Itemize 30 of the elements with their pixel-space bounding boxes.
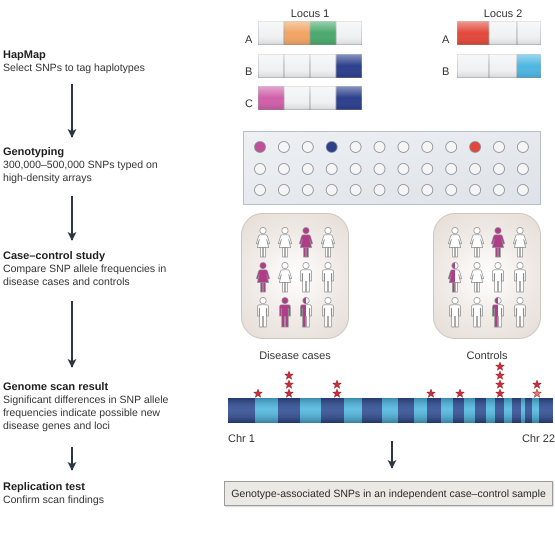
- haplotype-letter: B: [442, 66, 450, 78]
- step-description: Select SNPs to tag haplotypes: [3, 62, 145, 75]
- arrow: [68, 84, 76, 138]
- arrow: [388, 441, 396, 469]
- chromosome-label: Chr 22: [522, 433, 555, 445]
- step-heading: HapMap: [3, 49, 46, 62]
- step-description: Confirm scan findings: [3, 494, 104, 507]
- population-panel: [433, 213, 541, 339]
- haplotype-letter: B: [245, 66, 252, 78]
- panel-caption: Controls: [466, 350, 508, 362]
- step-description: Significant differences in SNP allele frequencies indicate possible new disease genes and loci: [3, 394, 170, 433]
- process-box: Genotype-associated SNPs in an independent case–control sample: [224, 481, 553, 506]
- step-heading: Genotyping: [3, 146, 64, 159]
- step-heading: Replication test: [3, 481, 85, 494]
- step-description: Compare SNP allele frequencies in disease cases and controls: [3, 263, 168, 289]
- chromosome-label: Chr 1: [228, 433, 255, 445]
- step-heading: Genome scan result: [3, 381, 108, 394]
- arrow: [68, 196, 76, 241]
- haplotype-letter: A: [442, 34, 450, 46]
- locus-label: Locus 2: [484, 8, 522, 20]
- step-heading: Case–control study: [3, 250, 106, 263]
- step-description: 300,000–500,000 SNPs typed on high-density arrays: [3, 159, 159, 185]
- arrow: [68, 301, 76, 368]
- population-panel: [241, 213, 349, 339]
- locus-label: Locus 1: [290, 8, 330, 20]
- panel-caption: Disease cases: [259, 350, 331, 362]
- haplotype-letter: A: [245, 34, 252, 46]
- chromosome-bar: [228, 398, 553, 423]
- arrow: [68, 447, 76, 471]
- haplotype-letter: C: [245, 98, 253, 110]
